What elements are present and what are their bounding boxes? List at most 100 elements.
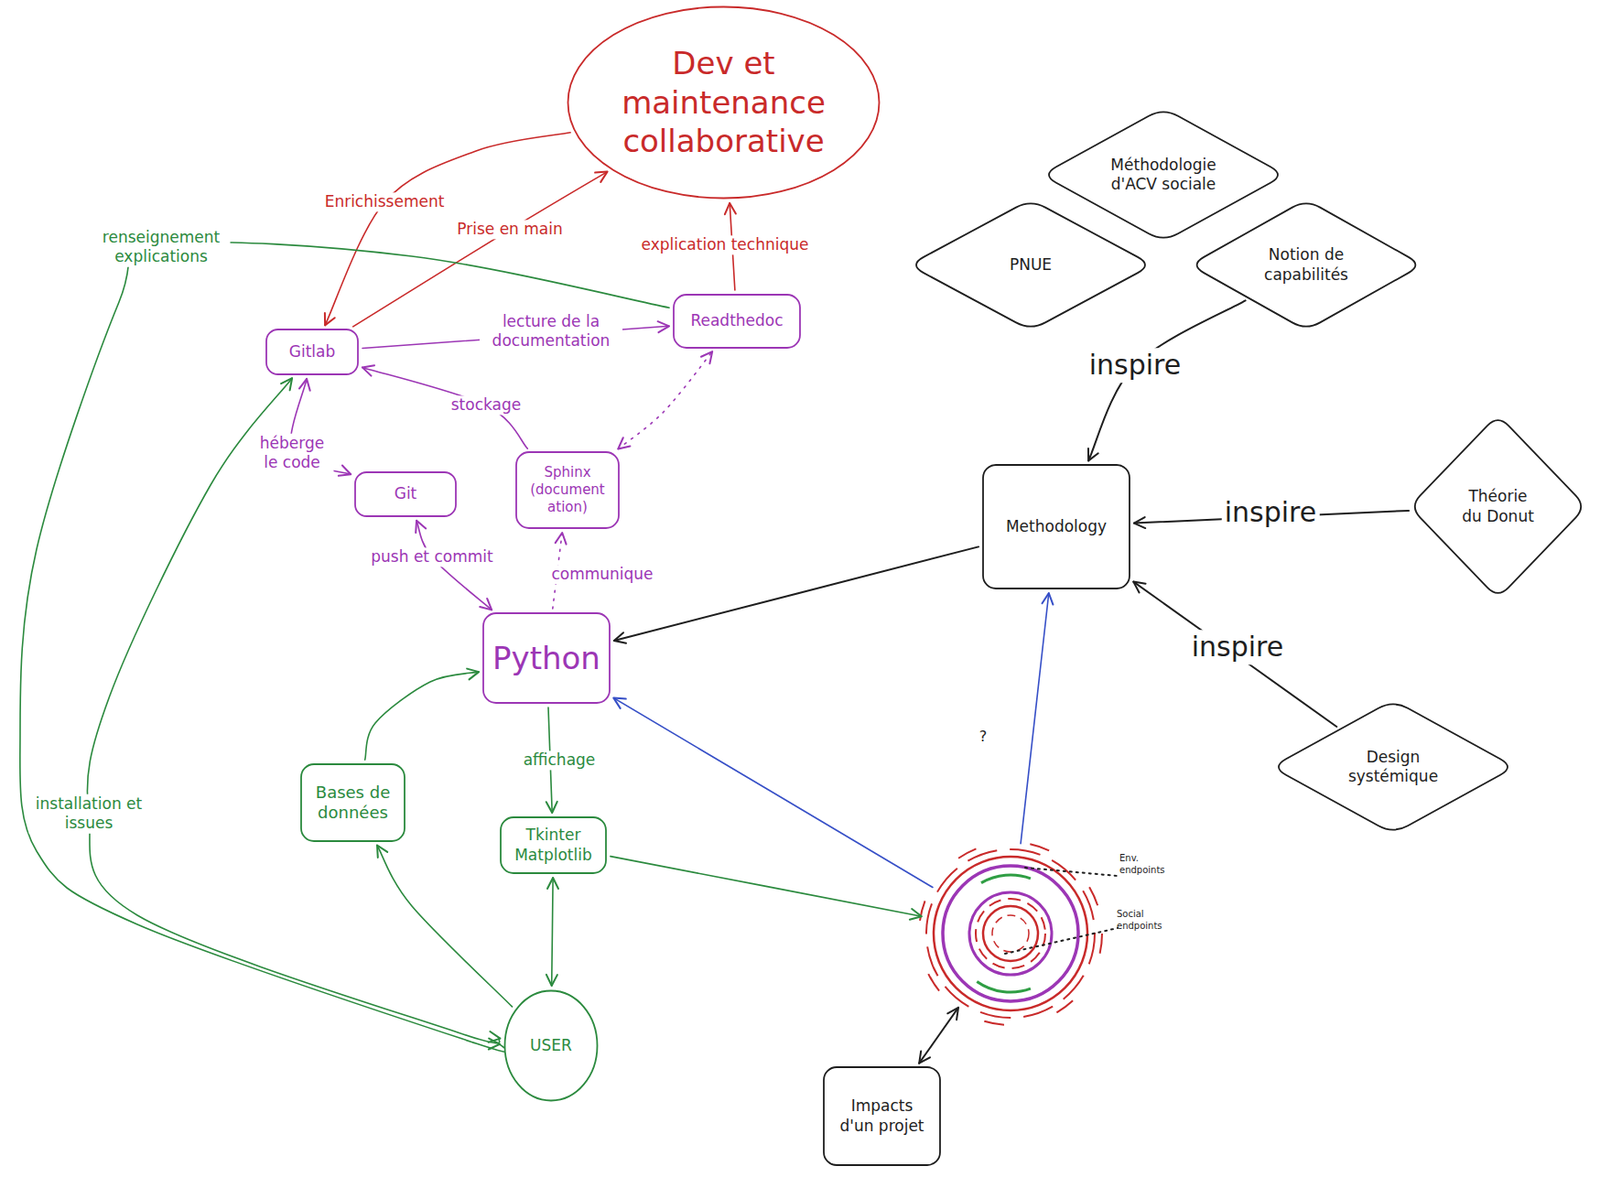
connector (613, 698, 933, 888)
edge-label: inspire (1086, 347, 1185, 383)
node-label: Sphinx (document ation) (525, 464, 610, 516)
connector (1133, 582, 1337, 727)
edge-label: lecture de la documentation (479, 312, 623, 352)
node-label: Impacts d'un projet (832, 1096, 933, 1136)
process-box: Bases de données (300, 763, 406, 843)
text-group: Methodology (982, 464, 1131, 590)
text-group: Tkinter Matplotlib (499, 816, 607, 875)
text-group: Dev et maintenance collaborative (566, 5, 881, 200)
node-label: Methodology (987, 517, 1125, 537)
process-box: Gitlab (265, 328, 359, 376)
node-label: Social endpoints (1116, 908, 1168, 932)
edge-label: communique (548, 564, 656, 584)
text-group: Gitlab (265, 328, 359, 376)
edge-label: affichage (520, 750, 599, 770)
node-label: Bases de données (307, 782, 400, 824)
diamond-outline (1415, 420, 1581, 594)
text-group: Méthodologie d'ACV sociale (1040, 107, 1287, 243)
connector (324, 132, 571, 326)
text-group: Readthedoc (672, 293, 801, 349)
actor-circle: USER (503, 989, 599, 1103)
text-group: Bases de données (300, 763, 406, 843)
process-box: Readthedoc (672, 293, 801, 349)
inner-ring (969, 892, 1052, 975)
text-group: Notion de capabilités (1189, 198, 1424, 332)
connector (20, 242, 670, 1053)
wheel-chart: Env. endpointsSocial endpoints (923, 846, 1098, 1021)
edge-label: inspire (1221, 495, 1320, 530)
process-box: Git (354, 471, 457, 518)
edge-label: héberge le code (250, 433, 335, 474)
green-arc (981, 875, 1031, 884)
decision-diamond: Notion de capabilités (1189, 198, 1424, 332)
process-box: Python (482, 612, 611, 704)
diamond-outline (916, 203, 1146, 326)
edge-label: renseignement explications (92, 227, 231, 268)
node-label: Gitlab (270, 342, 354, 362)
process-box: Methodology (982, 464, 1131, 590)
text-group: Sphinx (document ation) (515, 451, 620, 530)
box-outline (983, 464, 1130, 589)
purple-ring (942, 865, 1079, 1002)
connector (614, 546, 979, 641)
node-label: Git (359, 484, 452, 504)
connector (365, 671, 479, 760)
box-outline (301, 764, 405, 842)
node-label: Notion de capabilités (1251, 245, 1362, 285)
inner-ring (975, 898, 1046, 969)
text-group: Env. endpointsSocial endpoints (923, 846, 1098, 1021)
decision-diamond: Design systémique (1270, 699, 1516, 835)
text-group: USER (503, 989, 599, 1103)
box-outline (823, 1067, 941, 1166)
node-label: Python (485, 638, 609, 679)
node-label: PNUE (975, 255, 1086, 275)
note-label: ? (976, 727, 991, 746)
connector (86, 378, 500, 1043)
node-label: Dev et maintenance collaborative (591, 43, 857, 162)
text-group: Théorie du Donut (1408, 413, 1588, 600)
outer-ring (918, 842, 1103, 1026)
connector (610, 856, 922, 918)
edge-label: Prise en main (454, 219, 566, 239)
diamond-outline (1278, 703, 1508, 830)
text-group: Design systémique (1270, 699, 1516, 835)
connector (617, 351, 713, 449)
connector (1020, 593, 1049, 844)
edge-label: explication technique (638, 235, 812, 255)
edge-label: Enrichissement (322, 192, 448, 212)
connector (377, 845, 513, 1007)
box-outline (500, 817, 606, 874)
text-group: PNUE (908, 198, 1154, 332)
text-group: Git (354, 471, 457, 518)
decision-diamond: PNUE (908, 198, 1154, 332)
box-outline (516, 452, 619, 529)
green-arc (976, 981, 1031, 993)
box-outline (483, 613, 610, 703)
edge-label: push et commit (367, 547, 496, 567)
node-label: Tkinter Matplotlib (505, 825, 602, 865)
leader-line (1005, 928, 1118, 954)
node-label: Méthodologie d'ACV sociale (1099, 155, 1228, 195)
text-group: Impacts d'un projet (822, 1066, 941, 1167)
diamond-outline (1048, 111, 1278, 238)
ellipse-outline (505, 991, 598, 1102)
process-box: Sphinx (document ation) (515, 451, 620, 530)
connector (362, 367, 529, 449)
ellipse-outline (568, 7, 880, 199)
box-outline (355, 472, 456, 517)
outer-ring (926, 849, 1095, 1018)
edge-label: inspire (1189, 629, 1287, 665)
node-label: USER (509, 1036, 593, 1056)
leader-line (1025, 867, 1118, 876)
node-label: Readthedoc (677, 311, 797, 331)
edge-label: installation et issues (29, 794, 150, 834)
connector (551, 877, 553, 986)
edge-label: stockage (448, 395, 524, 415)
process-box: Impacts d'un projet (822, 1066, 941, 1167)
node-label: Théorie du Donut (1459, 486, 1537, 527)
text-group: Python (482, 612, 611, 704)
process-box: Tkinter Matplotlib (499, 816, 607, 875)
diamond-outline (1197, 203, 1417, 326)
box-outline (673, 294, 800, 348)
